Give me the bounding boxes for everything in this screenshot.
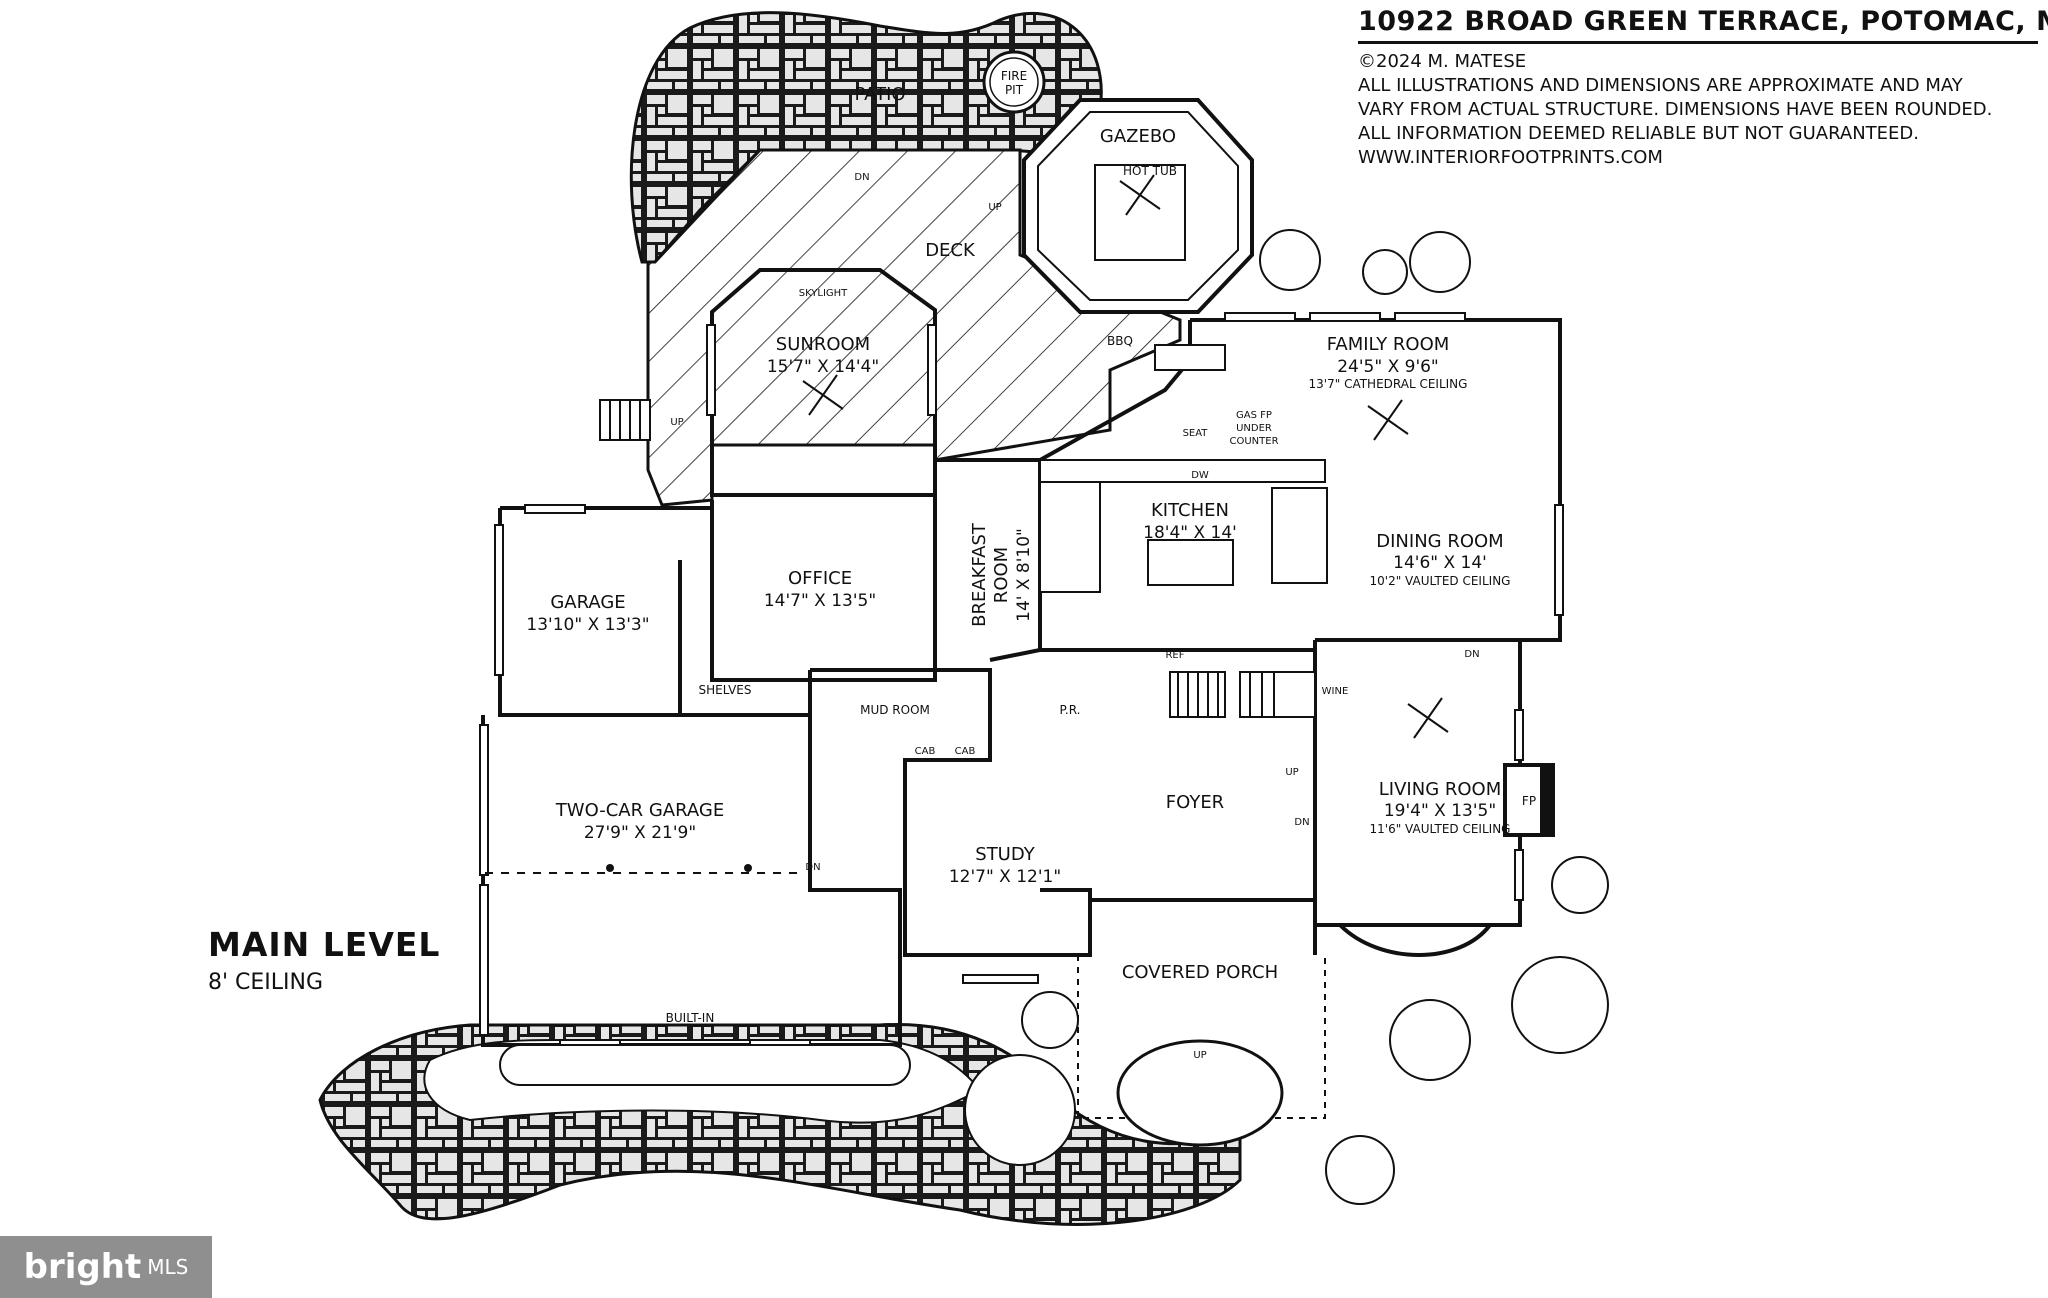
study-label: STUDY <box>975 844 1035 865</box>
garage-dn-label: DN <box>805 862 820 873</box>
property-address: 10922 BROAD GREEN TERRACE, POTOMAC, MD <box>1358 6 2048 44</box>
study-dims: 12'7" X 12'1" <box>949 867 1061 887</box>
disclaimer-line-1: ALL ILLUSTRATIONS AND DIMENSIONS ARE APP… <box>1358 75 1963 96</box>
garage-label: GARAGE <box>550 592 625 613</box>
porch-up-label: UP <box>1193 1050 1206 1061</box>
fire-pit <box>982 50 1046 114</box>
garage-dims: 13'10" X 13'3" <box>526 615 649 635</box>
hot-tub <box>1094 164 1186 261</box>
living-room-label: LIVING ROOM <box>1379 779 1501 800</box>
breakfast-room-label-2: ROOM <box>991 547 1012 603</box>
wine-label: WINE <box>1322 686 1349 697</box>
level-label: MAIN LEVEL 8' CEILING <box>208 925 440 995</box>
gazebo-up-label: UP <box>988 202 1001 213</box>
covered-porch-label: COVERED PORCH <box>1122 962 1278 983</box>
sunroom-label: SUNROOM <box>776 334 870 355</box>
disclaimer-line-3: ALL INFORMATION DEEMED RELIABLE BUT NOT … <box>1358 123 1919 144</box>
foyer-label: FOYER <box>1166 792 1224 813</box>
gas-fp-label-1: GAS FP <box>1236 410 1272 421</box>
shelves-label: SHELVES <box>699 683 752 697</box>
patio-dn-label: DN <box>854 172 869 183</box>
office-label: OFFICE <box>788 568 852 589</box>
fire-pit-label-1: FIRE <box>1001 69 1027 83</box>
shrubs <box>499 229 1609 1205</box>
ref-label: REF <box>1165 650 1184 661</box>
porch-steps-oval <box>1116 1039 1284 1147</box>
brand-logo-suffix: MLS <box>147 1255 189 1279</box>
office-dims: 14'7" X 13'5" <box>764 591 876 611</box>
seat-label: SEAT <box>1183 428 1209 439</box>
copyright-line: ©2024 M. MATESE <box>1358 51 1527 72</box>
hot-tub-label: HOT TUB <box>1123 164 1177 178</box>
sunroom-skylight-label: SKYLIGHT <box>799 288 848 299</box>
family-room-dims: 24'5" X 9'6" <box>1337 357 1439 377</box>
deck-area <box>646 148 1182 507</box>
website-line: WWW.INTERIORFOOTPRINTS.COM <box>1358 147 1663 168</box>
brand-logo: bright MLS <box>0 1236 212 1298</box>
fp-label: FP <box>1522 794 1536 808</box>
cab-label-2: CAB <box>955 746 976 757</box>
stairs <box>599 399 1316 718</box>
built-in-label: BUILT-IN <box>666 1011 715 1025</box>
dining-room-label: DINING ROOM <box>1376 531 1503 552</box>
living-dn-label: DN <box>1464 649 1479 660</box>
brand-logo-text: bright <box>23 1247 142 1287</box>
kitchen-label: KITCHEN <box>1151 500 1229 521</box>
fire-pit-label-2: PIT <box>1005 83 1024 97</box>
gas-fp-label-3: COUNTER <box>1229 436 1278 447</box>
sunroom-dims: 15'7" X 14'4" <box>767 357 879 377</box>
breakfast-room-label-1: BREAKFAST <box>969 522 990 627</box>
windows <box>479 312 1564 1049</box>
breakfast-room-dims: 14' X 8'10" <box>1014 528 1034 622</box>
two-car-garage-label: TWO-CAR GARAGE <box>555 800 724 821</box>
ceiling-fan-icons <box>802 174 1449 739</box>
level-title: MAIN LEVEL <box>208 925 441 964</box>
dining-room-dims: 14'6" X 14' <box>1393 553 1487 573</box>
deck-label: DECK <box>925 240 976 261</box>
two-car-garage-dims: 27'9" X 21'9" <box>584 823 696 843</box>
powder-room-label: P.R. <box>1060 703 1081 717</box>
cab-label-1: CAB <box>915 746 936 757</box>
bbq-label: BBQ <box>1107 334 1133 348</box>
gazebo-label: GAZEBO <box>1100 126 1176 147</box>
foyer-up-label: UP <box>1285 767 1298 778</box>
gas-fp-label-2: UNDER <box>1236 423 1272 434</box>
gazebo-inner <box>1037 111 1239 301</box>
family-room-note: 13'7" CATHEDRAL CEILING <box>1309 377 1468 391</box>
living-room-note: 11'6" VAULTED CEILING <box>1370 822 1511 836</box>
kitchen-dims: 18'4" X 14' <box>1143 523 1237 543</box>
disclaimer-line-2: VARY FROM ACTUAL STRUCTURE. DIMENSIONS H… <box>1358 99 1993 120</box>
level-ceiling: 8' CEILING <box>208 970 324 995</box>
plan-header: 10922 BROAD GREEN TERRACE, POTOMAC, MD ©… <box>1358 6 2048 170</box>
dw-label: DW <box>1191 470 1209 481</box>
kitchen-counters <box>1039 344 1328 593</box>
mud-room-label: MUD ROOM <box>860 703 930 717</box>
patio-label: PATIO <box>854 84 905 105</box>
foyer-dn-label: DN <box>1294 817 1309 828</box>
dining-room-note: 10'2" VAULTED CEILING <box>1370 574 1511 588</box>
living-room-dims: 19'4" X 13'5" <box>1384 801 1496 821</box>
family-room-label: FAMILY ROOM <box>1327 334 1450 355</box>
deck-up-label: UP <box>670 417 683 428</box>
